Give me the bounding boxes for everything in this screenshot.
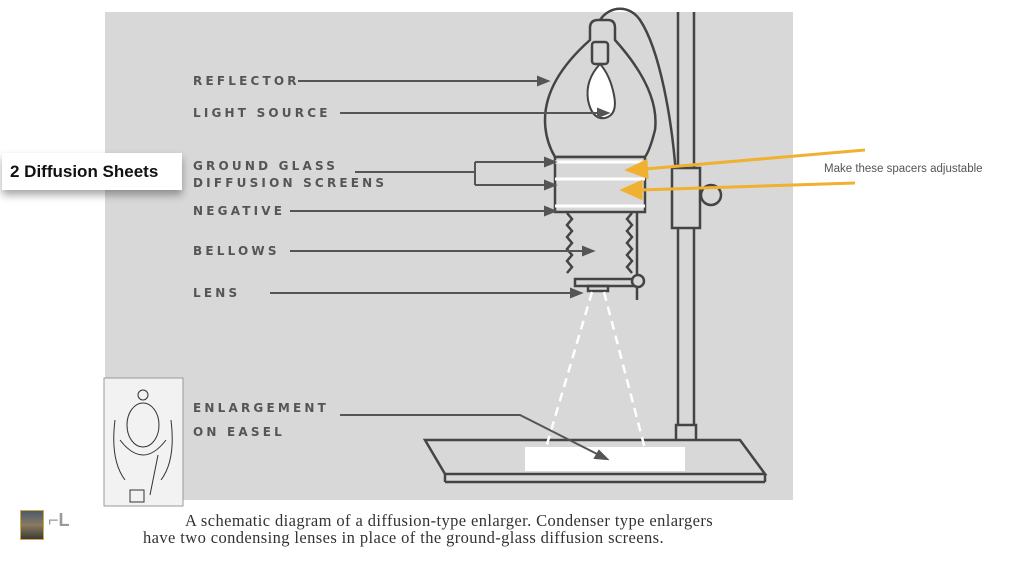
- label-lens: LENS: [193, 286, 241, 300]
- label-diffusion-screens: DIFFUSION SCREENS: [193, 176, 388, 190]
- diffusion-sheets-callout: 2 Diffusion Sheets: [2, 153, 182, 190]
- label-negative: NEGATIVE: [193, 204, 286, 218]
- thumbnail-icon[interactable]: ⌐L: [48, 510, 70, 530]
- spacers-note: Make these spacers adjustable: [824, 163, 983, 175]
- label-enlargement: ENLARGEMENT: [193, 401, 330, 415]
- label-ground-glass: GROUND GLASS: [193, 159, 339, 173]
- leader-lines: [270, 75, 611, 461]
- label-light-source: LIGHT SOURCE: [193, 106, 331, 120]
- cartoon-illustration: [103, 377, 184, 507]
- caption-line-2: have two condensing lenses in place of t…: [143, 528, 664, 547]
- label-bellows: BELLOWS: [193, 244, 280, 258]
- label-reflector: REFLECTOR: [193, 74, 300, 88]
- label-on-easel: ON EASEL: [193, 425, 285, 439]
- caption-line-1: A schematic diagram of a diffusion-type …: [185, 511, 714, 530]
- thumbnail-image[interactable]: [20, 510, 44, 540]
- annotation-arrows: [619, 148, 866, 201]
